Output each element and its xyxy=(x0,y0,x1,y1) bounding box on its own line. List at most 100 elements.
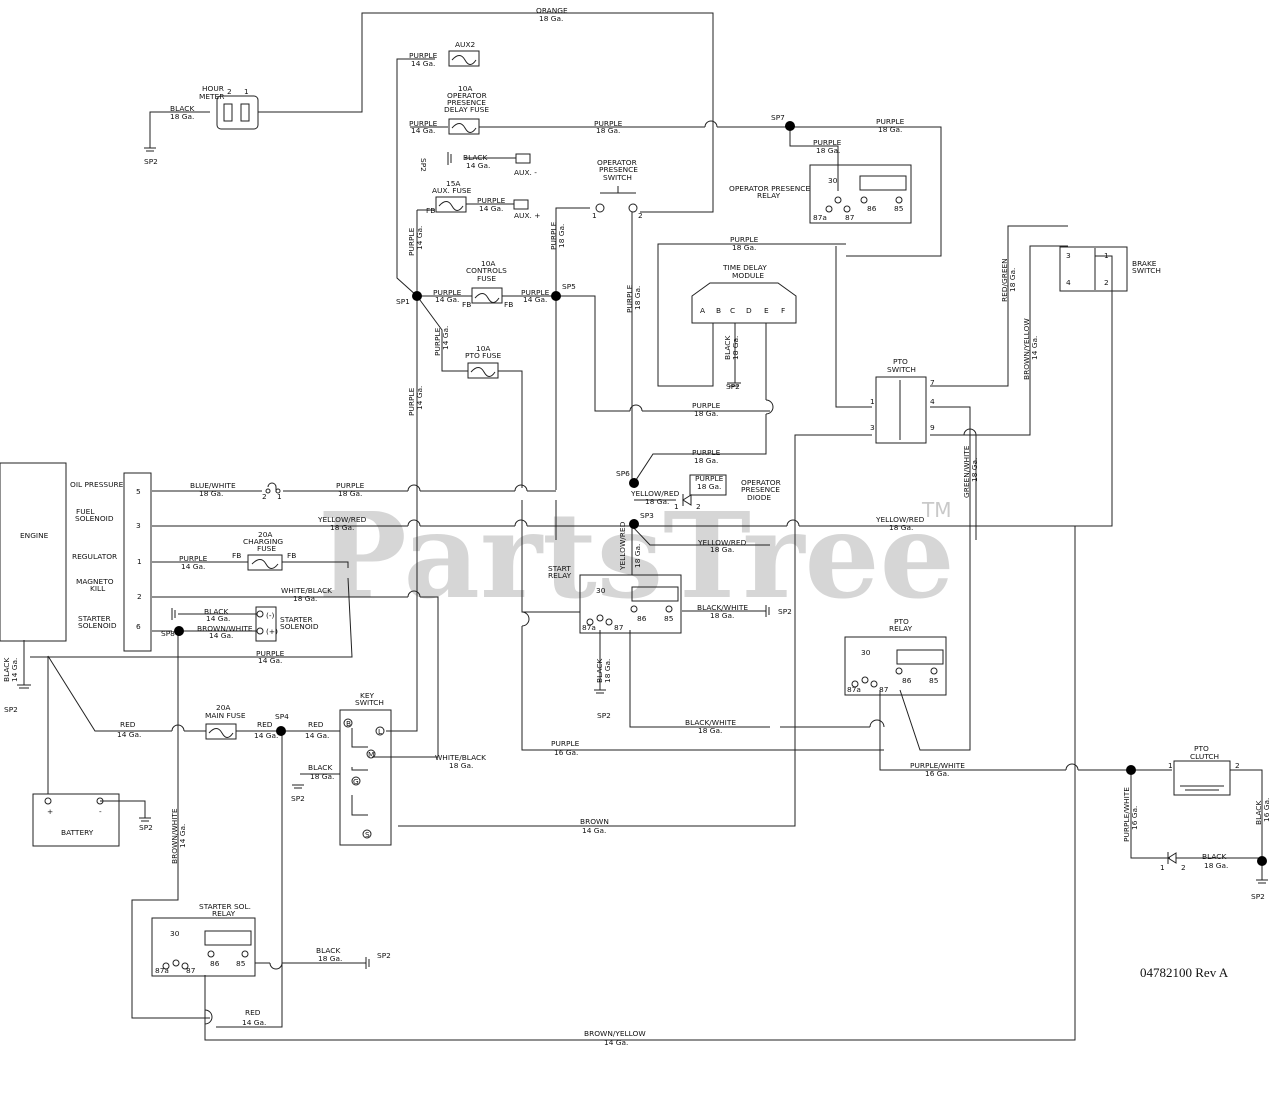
svg-text:18 Ga.: 18 Ga. xyxy=(1008,268,1017,292)
pto-relay: 30 87a 87 86 85 PTO RELAY xyxy=(844,617,947,696)
svg-text:18 Ga.: 18 Ga. xyxy=(1204,861,1228,870)
svg-text:BATTERY: BATTERY xyxy=(61,828,94,837)
svg-text:PURPLE: PURPLE xyxy=(409,51,438,60)
svg-text:14 Ga.: 14 Ga. xyxy=(411,59,435,68)
svg-text:METER: METER xyxy=(199,92,224,101)
svg-text:PURPLE: PURPLE xyxy=(407,227,416,256)
svg-text:RELAY: RELAY xyxy=(757,191,781,200)
svg-text:18 Ga.: 18 Ga. xyxy=(293,594,317,603)
svg-text:16 Ga.: 16 Ga. xyxy=(1262,798,1271,822)
svg-text:C: C xyxy=(730,306,735,315)
svg-text:18 Ga.: 18 Ga. xyxy=(170,112,194,121)
svg-text:TIME DELAY: TIME DELAY xyxy=(722,263,767,272)
svg-text:16 Ga.: 16 Ga. xyxy=(1130,806,1139,830)
svg-text:30: 30 xyxy=(861,648,871,657)
splice-dots xyxy=(174,121,1267,866)
svg-text:STARTER: STARTER xyxy=(280,615,313,624)
svg-text:18 Ga.: 18 Ga. xyxy=(633,286,642,310)
svg-text:3: 3 xyxy=(136,521,141,530)
svg-text:87a: 87a xyxy=(155,966,169,975)
svg-text:SP2: SP2 xyxy=(139,823,153,832)
svg-text:MAGNETO: MAGNETO xyxy=(76,577,114,586)
svg-text:SP2: SP2 xyxy=(377,951,391,960)
svg-text:M: M xyxy=(368,750,374,759)
operator-presence-delay-fuse: 10A OPERATOR PRESENCE DELAY FUSE xyxy=(444,84,489,135)
svg-text:14 Ga.: 14 Ga. xyxy=(10,658,19,682)
svg-text:PRESENCE: PRESENCE xyxy=(741,485,780,494)
svg-text:14 Ga.: 14 Ga. xyxy=(254,731,278,740)
svg-text:1: 1 xyxy=(277,492,282,501)
svg-text:E: E xyxy=(764,306,769,315)
svg-text:BLACK: BLACK xyxy=(723,336,732,360)
splice-sp8 xyxy=(174,626,184,636)
svg-text:18 Ga.: 18 Ga. xyxy=(318,954,342,963)
aux2-fuse: AUX2 xyxy=(448,40,480,67)
svg-text:14 Ga.: 14 Ga. xyxy=(523,295,547,304)
start-relay: 30 87a 87 86 85 START RELAY xyxy=(548,564,682,634)
svg-text:86: 86 xyxy=(902,676,912,685)
svg-text:SOLENOID: SOLENOID xyxy=(75,514,114,523)
battery: + - BATTERY xyxy=(32,793,120,847)
svg-text:BRAKE: BRAKE xyxy=(1132,259,1157,268)
svg-text:14 Ga.: 14 Ga. xyxy=(604,1038,628,1047)
svg-text:SP3: SP3 xyxy=(640,511,654,520)
svg-text:85: 85 xyxy=(236,959,246,968)
svg-text:18 Ga.: 18 Ga. xyxy=(878,125,902,134)
svg-text:BLACK: BLACK xyxy=(1254,801,1263,825)
svg-text:OPERATOR PRESENCE: OPERATOR PRESENCE xyxy=(729,184,810,193)
svg-text:GREEN/WHITE: GREEN/WHITE xyxy=(962,445,971,498)
svg-text:PURPLE/WHITE: PURPLE/WHITE xyxy=(910,761,965,770)
svg-text:86: 86 xyxy=(867,204,877,213)
svg-text:4: 4 xyxy=(930,397,935,406)
svg-text:PURPLE: PURPLE xyxy=(521,288,550,297)
svg-text:7: 7 xyxy=(930,378,935,387)
aux-connectors: AUX. - AUX. + xyxy=(447,152,540,220)
svg-text:PURPLE: PURPLE xyxy=(477,196,506,205)
wire-lines xyxy=(23,12,1263,1041)
svg-text:RELAY: RELAY xyxy=(212,909,236,918)
svg-text:RED: RED xyxy=(245,1008,261,1017)
splice-sp3 xyxy=(629,519,639,529)
svg-text:PURPLE: PURPLE xyxy=(549,221,558,250)
svg-text:87a: 87a xyxy=(813,213,827,222)
svg-text:20A: 20A xyxy=(216,703,230,712)
ground-symbols xyxy=(17,147,1268,969)
svg-text:2: 2 xyxy=(1181,863,1186,872)
svg-text:SP2: SP2 xyxy=(291,794,305,803)
svg-text:PURPLE: PURPLE xyxy=(695,474,724,483)
starter-solenoid: (-) (+) STARTER SOLENOID xyxy=(255,606,319,642)
svg-text:YELLOW/RED: YELLOW/RED xyxy=(630,489,680,498)
svg-text:1: 1 xyxy=(674,502,679,511)
svg-text:SP1: SP1 xyxy=(396,297,410,306)
svg-text:9: 9 xyxy=(930,423,935,432)
svg-text:BROWN/YELLOW: BROWN/YELLOW xyxy=(1022,318,1031,380)
svg-text:87: 87 xyxy=(845,213,855,222)
svg-text:PRESENCE: PRESENCE xyxy=(599,165,638,174)
engine-block: ENGINE xyxy=(0,462,152,652)
svg-text:6: 6 xyxy=(136,622,141,631)
svg-text:5: 5 xyxy=(136,487,141,496)
starter-sol-relay: 30 87a 87 86 85 STARTER SOL. RELAY xyxy=(151,902,256,977)
svg-text:SWITCH: SWITCH xyxy=(603,173,632,182)
svg-text:30: 30 xyxy=(828,176,838,185)
svg-text:BLUE/WHITE: BLUE/WHITE xyxy=(190,481,236,490)
svg-text:PURPLE: PURPLE xyxy=(730,235,759,244)
svg-text:BLACK: BLACK xyxy=(204,607,228,616)
svg-text:FB: FB xyxy=(504,300,513,309)
svg-text:10A: 10A xyxy=(481,259,495,268)
svg-text:18 Ga.: 18 Ga. xyxy=(603,659,612,683)
splice-sp4 xyxy=(276,726,286,736)
svg-text:REGULATOR: REGULATOR xyxy=(72,552,117,561)
svg-text:+: + xyxy=(47,807,53,816)
svg-text:85: 85 xyxy=(664,614,674,623)
svg-text:YELLOW/RED: YELLOW/RED xyxy=(317,515,367,524)
svg-text:SOLENOID: SOLENOID xyxy=(280,622,319,631)
svg-text:SP2: SP2 xyxy=(778,607,792,616)
svg-text:AUX. -: AUX. - xyxy=(514,168,537,177)
svg-text:1: 1 xyxy=(1160,863,1165,872)
svg-text:4: 4 xyxy=(1066,278,1071,287)
svg-text:OPERATOR: OPERATOR xyxy=(741,478,781,487)
splice-clutch xyxy=(1126,765,1136,775)
